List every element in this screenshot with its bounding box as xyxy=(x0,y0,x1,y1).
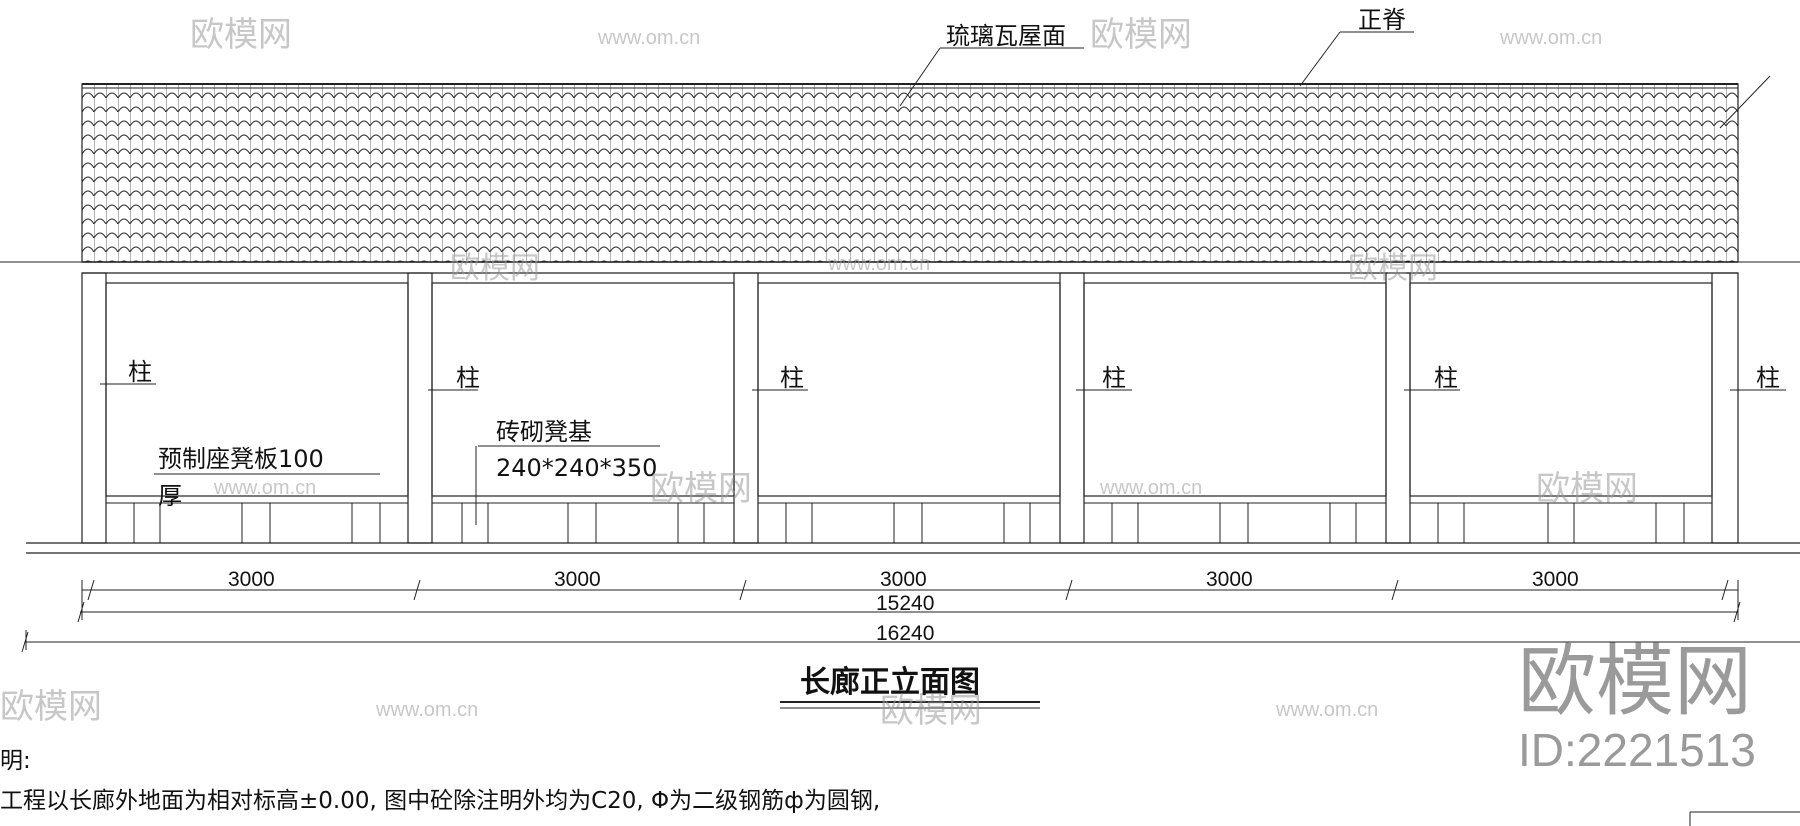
roof xyxy=(0,83,1800,263)
roof-tile-label: 琉璃瓦屋面 xyxy=(946,22,1066,50)
column xyxy=(1711,272,1739,544)
watermark-url: www.om.cn xyxy=(1499,27,1602,49)
benches xyxy=(106,495,1712,543)
dimension-bay: 3000 xyxy=(554,568,601,591)
dimension-bay: 3000 xyxy=(1206,568,1253,591)
watermark-brand: 欧模网 xyxy=(1536,469,1638,509)
watermark-brand: 欧模网 xyxy=(450,251,540,286)
dimension-inner-total: 15240 xyxy=(876,592,934,615)
watermark-brand: 欧模网 xyxy=(650,469,752,509)
column xyxy=(1385,272,1411,544)
bench-board-label-2: 厚 xyxy=(158,482,182,510)
dimension-lines xyxy=(21,579,1800,653)
column-label: 柱 xyxy=(1434,364,1458,392)
watermark-brand: 欧模网 xyxy=(1348,251,1438,286)
notes-line-1: 工程以长廊外地面为相对标高±0.00, 图中砼除注明外均为C20, Φ为二级钢筋… xyxy=(0,788,880,814)
ridge-label: 正脊 xyxy=(1358,6,1406,34)
notes-heading: 明: xyxy=(0,748,31,774)
watermark-url: www.om.cn xyxy=(597,27,700,49)
column-label: 柱 xyxy=(1756,364,1780,392)
bench-base-size: 240*240*350 xyxy=(496,454,657,482)
column xyxy=(1059,272,1085,544)
watermark-brand: 欧模网 xyxy=(1090,15,1192,55)
watermark-url: www.om.cn xyxy=(213,477,316,499)
watermark-brand: 欧模网 xyxy=(880,691,982,731)
dimension-outer-total: 16240 xyxy=(876,622,934,645)
column-label: 柱 xyxy=(128,358,152,386)
watermark-brand: 欧模网 xyxy=(190,15,292,55)
watermarks: 欧模网 www.om.cn 欧模网 www.om.cn 欧模网 www.om.c… xyxy=(0,15,1638,731)
model-id: ID:2221513 xyxy=(1518,724,1756,776)
column-label: 柱 xyxy=(456,364,480,392)
bays xyxy=(105,282,1713,497)
brand-logo: 欧模网 xyxy=(1518,637,1752,727)
bench-base-label: 砖砌凳基 xyxy=(496,418,592,446)
bench-board-label: 预制座凳板100 xyxy=(158,445,324,473)
column xyxy=(407,272,433,544)
leaders xyxy=(100,31,1786,525)
column-label: 柱 xyxy=(780,364,804,392)
watermark-url: www.om.cn xyxy=(375,699,478,721)
watermark-url: www.om.cn xyxy=(1099,477,1202,499)
watermark-brand: 欧模网 xyxy=(0,687,102,727)
column xyxy=(81,272,107,544)
drawing-title: 长廊正立面图 xyxy=(800,665,980,700)
watermark-url: www.om.cn xyxy=(827,253,930,275)
dimension-bay: 3000 xyxy=(880,568,927,591)
dimension-bay: 3000 xyxy=(228,568,275,591)
column-label: 柱 xyxy=(1102,364,1126,392)
watermark-url: www.om.cn xyxy=(1275,699,1378,721)
dimension-bay: 3000 xyxy=(1532,568,1579,591)
